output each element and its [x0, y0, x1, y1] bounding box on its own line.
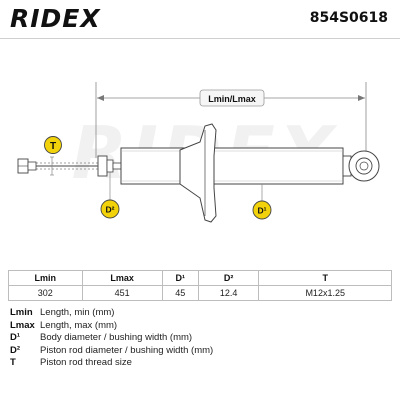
rod-diameter-dimension: D²: [100, 172, 120, 219]
header: RIDEX 854S0618: [0, 0, 400, 39]
d2-badge: D²: [106, 205, 115, 215]
diagram-canvas: RIDEX Lmin/Lmax: [17, 82, 380, 223]
legend-text: Length, max (mm): [40, 319, 118, 331]
legend-item: T Piston rod thread size: [10, 357, 390, 370]
value-t: M12x1.25: [258, 285, 392, 301]
legend-item: Lmin Length, min (mm): [10, 307, 390, 320]
value-d2: 12.4: [197, 285, 260, 301]
legend-key: D¹: [10, 332, 21, 343]
legend-item: D² Piston rod diameter / bushing width (…: [10, 345, 390, 358]
legend-item: D¹ Body diameter / bushing width (mm): [10, 332, 390, 345]
length-label: Lmin/Lmax: [208, 94, 256, 104]
header-lmax: Lmax: [81, 270, 163, 286]
value-d1: 45: [161, 285, 199, 301]
value-lmin: 302: [8, 285, 83, 301]
legend-item: Lmax Length, max (mm): [10, 320, 390, 333]
body-diameter-dimension: D¹: [252, 184, 272, 220]
d1-badge: D¹: [258, 206, 267, 216]
header-d1: D¹: [161, 270, 199, 286]
header-d2: D²: [197, 270, 260, 286]
legend-text: Length, min (mm): [40, 307, 115, 318]
spec-table-row: 302 451 45 12.4 M12x1.25: [8, 285, 392, 301]
legend: Lmin Length, min (mm) Lmax Length, max (…: [10, 307, 390, 370]
body-tube: [120, 147, 344, 185]
spec-table: Lmin Lmax D¹ D² T 302 451 45 12.4 M12x1.…: [8, 270, 392, 301]
brand-logo: RIDEX: [10, 4, 101, 33]
thread-dimension: T: [44, 136, 62, 176]
header-t: T: [258, 270, 392, 286]
shock-absorber: [17, 123, 380, 223]
part-number: 854S0618: [309, 10, 388, 26]
legend-text: Piston rod diameter / bushing width (mm): [40, 344, 214, 356]
legend-key: Lmin: [10, 307, 33, 318]
shock-absorber-diagram: RIDEX Lmin/Lmax: [0, 38, 400, 270]
mounting-bracket: [179, 123, 217, 223]
spec-table-header: Lmin Lmax D¹ D² T: [8, 270, 392, 286]
legend-text: Body diameter / bushing width (mm): [40, 332, 193, 343]
legend-text: Piston rod thread size: [40, 357, 132, 368]
legend-key: Lmax: [10, 319, 35, 331]
value-lmax: 451: [81, 285, 163, 301]
legend-key: T: [10, 357, 16, 368]
legend-key: D²: [10, 344, 21, 356]
header-lmin: Lmin: [8, 270, 83, 286]
length-dimension: Lmin/Lmax: [95, 82, 367, 158]
t-badge: T: [50, 141, 56, 152]
